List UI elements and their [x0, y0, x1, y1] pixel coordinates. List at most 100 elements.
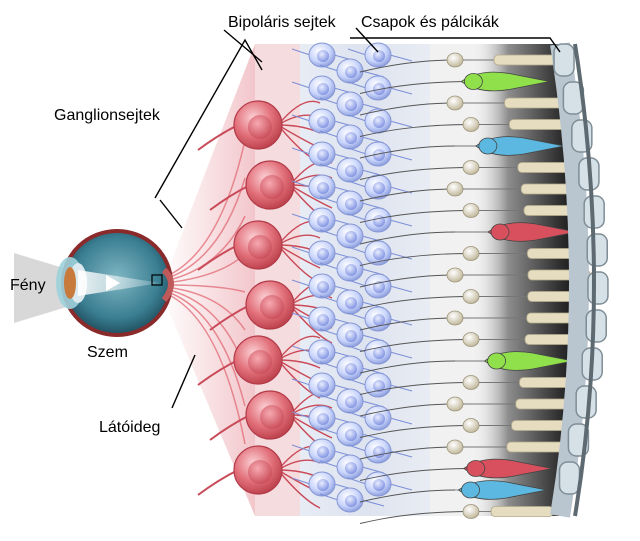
- bipolar-nucleus: [345, 165, 357, 177]
- pigment-epithelium: [550, 42, 609, 518]
- ganglion-cell: [209, 390, 333, 454]
- photoreceptor: [359, 52, 557, 73]
- bipolar-nucleus: [317, 83, 329, 95]
- receptor-axon: [359, 360, 456, 374]
- cone-nucleus: [461, 481, 480, 499]
- bipolar-nucleus: [373, 281, 385, 293]
- rod-outer-segment: [490, 506, 554, 517]
- bipolar-cell: [347, 42, 413, 68]
- bipolar-cell: [319, 388, 385, 414]
- bipolar-nucleus: [345, 429, 357, 441]
- bipolar-cell: [291, 42, 357, 68]
- bipolar-cell: [291, 75, 357, 101]
- bipolar-nucleus: [373, 446, 385, 458]
- bipolar-cell: [291, 471, 357, 497]
- photoreceptor: [359, 396, 579, 417]
- bipolar-nucleus: [317, 479, 329, 491]
- ganglion-nucleus: [248, 460, 272, 484]
- bipolar-cell: [291, 108, 357, 134]
- retina-section: [160, 42, 609, 524]
- receptor-axon: [359, 382, 472, 395]
- bipolar-nucleus: [317, 182, 329, 194]
- bipolar-cell: [319, 289, 385, 315]
- epithelium-cell: [553, 43, 575, 77]
- ganglion-nucleus: [260, 405, 284, 429]
- bipolar-nucleus: [373, 248, 385, 260]
- bipolar-process: [347, 81, 413, 95]
- receptor-axon: [359, 102, 456, 116]
- bipolar-cell: [291, 405, 357, 431]
- ganglion-nucleus: [260, 295, 284, 319]
- rod-nucleus: [462, 246, 480, 261]
- bipolar-cell: [319, 487, 385, 513]
- bipolar-process: [347, 411, 413, 425]
- bipolar-process: [347, 378, 413, 392]
- photoreceptor: [359, 439, 570, 460]
- rod-nucleus: [446, 95, 464, 111]
- bipolar-process: [347, 147, 413, 161]
- epithelium-cell: [585, 309, 607, 343]
- epithelium-cell: [587, 271, 609, 305]
- rod-nucleus: [446, 52, 464, 68]
- ganglion-nucleus: [248, 350, 272, 374]
- ganglion-cells: [197, 100, 333, 509]
- cone-nucleus: [490, 223, 510, 241]
- bipolar-nucleus: [317, 413, 329, 425]
- receptor-axon: [359, 339, 472, 352]
- receptor-axon: [359, 81, 472, 94]
- receptor-axon: [359, 124, 472, 137]
- rod-nucleus: [462, 289, 480, 304]
- photoreceptor: [359, 458, 552, 481]
- bipolar-cell: [347, 240, 413, 266]
- bipolar-cell: [291, 438, 357, 464]
- rod-outer-segment: [493, 54, 557, 66]
- bipolar-nucleus: [373, 50, 385, 62]
- bipolar-nucleus: [345, 264, 357, 276]
- bipolar-process: [347, 213, 413, 227]
- bipolar-cell: [319, 124, 385, 150]
- bipolar-cell: [291, 141, 357, 167]
- nerve-fiber: [164, 284, 246, 293]
- bipolar-cells: [291, 42, 413, 513]
- rod-nucleus: [462, 375, 480, 390]
- outer-boundary: [573, 43, 596, 517]
- photoreceptor: [359, 418, 574, 438]
- bipolar-nucleus: [317, 50, 329, 62]
- bipolar-nucleus: [373, 347, 385, 359]
- bipolar-nucleus: [345, 198, 357, 210]
- bipolar-nucleus: [345, 396, 357, 408]
- bipolar-process: [347, 114, 413, 128]
- bipolar-nucleus: [317, 281, 329, 293]
- label-eye: Szem: [87, 344, 128, 361]
- rod-nucleus: [462, 203, 480, 218]
- bipolar-process: [347, 279, 413, 293]
- label-cones-rods: Csapok és pálcikák: [361, 14, 500, 31]
- receptor-axon: [359, 59, 456, 73]
- eye: [14, 229, 174, 337]
- receptor-axon: [359, 274, 456, 288]
- ganglion-nucleus: [260, 175, 284, 199]
- bipolar-cell: [347, 207, 413, 233]
- bipolar-cell: [347, 372, 413, 398]
- bipolar-process: [347, 246, 413, 260]
- bipolar-nucleus: [345, 330, 357, 342]
- photoreceptor: [359, 117, 572, 137]
- epithelium-cell: [558, 461, 581, 495]
- receptor-axon: [359, 446, 456, 460]
- receptor-axon: [359, 296, 472, 309]
- cone-nucleus: [487, 352, 507, 370]
- epithelium-cell: [586, 233, 608, 267]
- iris: [64, 267, 76, 299]
- bipolar-cell: [319, 223, 385, 249]
- ganglion-axon: [197, 469, 239, 496]
- bipolar-nucleus: [345, 363, 357, 375]
- bipolar-cell: [291, 372, 357, 398]
- bipolar-nucleus: [373, 314, 385, 326]
- photoreceptor: [359, 504, 554, 524]
- optic-nerve: [161, 267, 174, 302]
- bipolar-nucleus: [317, 380, 329, 392]
- bipolar-cell: [347, 75, 413, 101]
- bipolar-cell: [291, 306, 357, 332]
- bipolar-nucleus: [373, 380, 385, 392]
